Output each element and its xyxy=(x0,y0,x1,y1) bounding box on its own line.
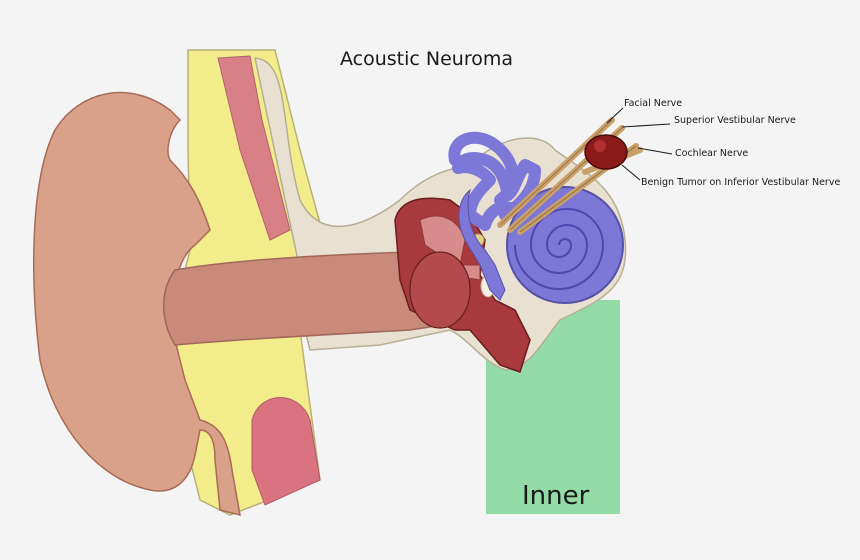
tumor-highlight xyxy=(594,140,606,152)
cochlear-nerve-label: Cochlear Nerve xyxy=(675,148,749,159)
tumor xyxy=(584,134,628,170)
eardrum xyxy=(409,251,471,329)
superior-vestibular-nerve-label: Superior Vestibular Nerve xyxy=(674,115,796,126)
outer-ear-pinna xyxy=(33,91,241,517)
upper-tissue-strip xyxy=(217,55,291,241)
vestibule xyxy=(458,188,506,301)
cochlea-spiral xyxy=(514,208,605,290)
semicircular-canals xyxy=(448,131,541,231)
facial-nerve-label: Facial Nerve xyxy=(624,98,683,109)
cochlea xyxy=(506,186,624,304)
inner-ear-label: Inner xyxy=(522,481,590,511)
leader-lines xyxy=(606,107,673,181)
lower-tissue-blob xyxy=(251,397,321,506)
diagram-title: Acoustic Neuroma xyxy=(340,48,514,70)
ear-canal xyxy=(163,251,476,346)
benign-tumor-label: Benign Tumor on Inferior Vestibular Nerv… xyxy=(641,177,841,188)
